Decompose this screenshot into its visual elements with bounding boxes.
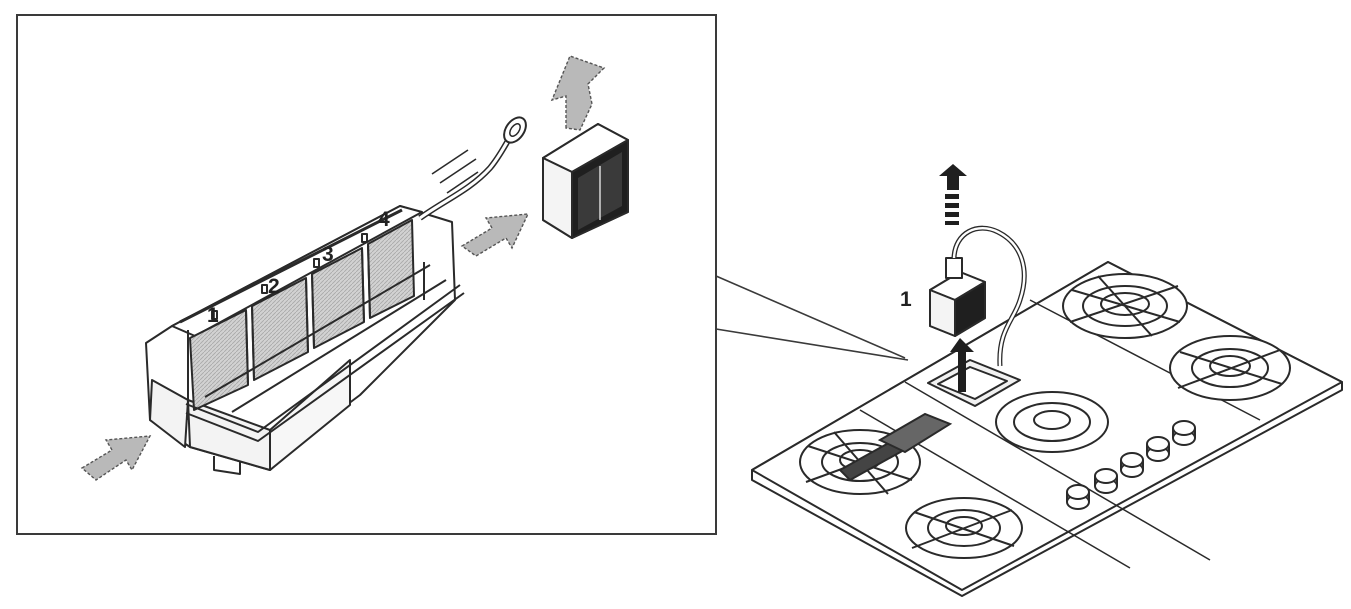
filter-cell-label-2: 2 <box>268 275 280 298</box>
carrier-in-cooktop <box>838 412 953 482</box>
filter-cartridge-removed <box>929 257 986 337</box>
burner-grates <box>799 273 1291 559</box>
detail-frame <box>16 14 717 535</box>
motion-lines <box>431 149 479 194</box>
airflow-arrow-intake <box>80 435 152 481</box>
removal-arrow-upper <box>939 164 967 225</box>
filter-cartridge-detail <box>542 123 629 239</box>
filter-carrier <box>145 205 465 475</box>
knob-5 <box>1172 420 1196 446</box>
burner-front-right <box>905 497 1023 559</box>
burner-back-right <box>1169 335 1291 401</box>
burner-center <box>995 391 1109 453</box>
filter-cell-label-4: 4 <box>378 208 390 231</box>
knob-2 <box>1094 468 1118 494</box>
callout-leader-lines <box>715 275 909 361</box>
burner-back-left <box>1062 273 1188 339</box>
removal-arrow-lower <box>950 338 974 392</box>
knob-1 <box>1066 484 1090 510</box>
airflow-arrow-middle <box>460 213 530 257</box>
filter-cell-label-1: 1 <box>207 304 219 327</box>
airflow-arrow-exhaust <box>550 55 606 131</box>
filter-cell-label-3: 3 <box>322 243 334 266</box>
control-knobs <box>1066 420 1196 510</box>
knob-3 <box>1120 452 1144 478</box>
carrier-cable <box>418 116 527 221</box>
cartridge-callout-label: 1 <box>900 288 912 311</box>
knob-4 <box>1146 436 1170 462</box>
